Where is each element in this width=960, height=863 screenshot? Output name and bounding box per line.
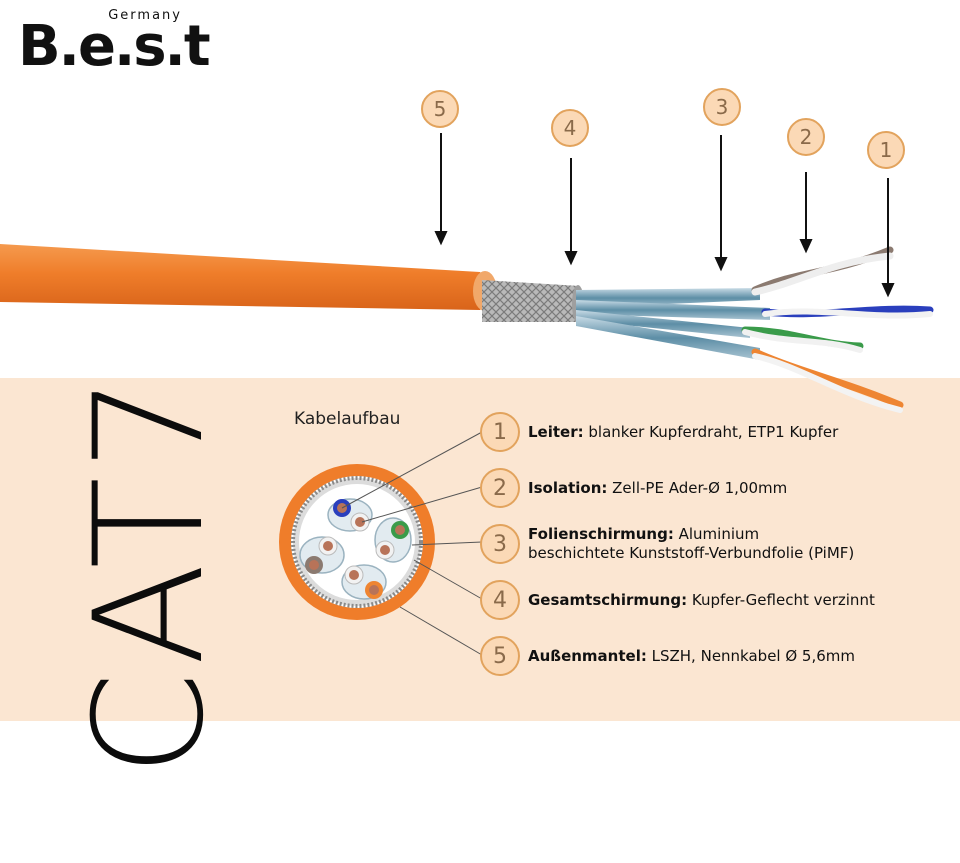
callout-3: 3 bbox=[703, 88, 741, 126]
legend-item-leiter: 1 Leiter: blanker Kupferdraht, ETP1 Kupf… bbox=[480, 410, 838, 454]
pointer-arrows bbox=[434, 133, 895, 298]
legend-number-badge: 3 bbox=[480, 524, 520, 564]
legend-term: Gesamtschirmung: bbox=[528, 590, 688, 609]
brand-tagline: Germany bbox=[108, 8, 182, 23]
leader-lines bbox=[341, 431, 483, 656]
brand-logo: Germany B.e.s.t bbox=[18, 4, 211, 79]
legend-desc: Zell-PE Ader-Ø 1,00mm bbox=[612, 478, 788, 497]
cross-section-diagram bbox=[279, 464, 435, 620]
legend-term: Außenmantel: bbox=[528, 646, 647, 665]
legend-desc-line2: beschichtete Kunststoff-Verbundfolie (Pi… bbox=[528, 544, 855, 562]
cable-illustration bbox=[0, 133, 934, 656]
legend-term: Isolation: bbox=[528, 478, 608, 497]
legend-number-badge: 5 bbox=[480, 636, 520, 676]
legend-desc: blanker Kupferdraht, ETP1 Kupfer bbox=[588, 422, 839, 441]
callout-5: 5 bbox=[421, 90, 459, 128]
twisted-pairs bbox=[741, 246, 934, 413]
legend-item-gesamtschirmung: 4 Gesamtschirmung: Kupfer-Geflecht verzi… bbox=[480, 578, 875, 622]
callout-4: 4 bbox=[551, 109, 589, 147]
legend-item-aussenmantel: 5 Außenmantel: LSZH, Nennkabel Ø 5,6mm bbox=[480, 634, 855, 678]
foil-shields bbox=[576, 288, 770, 360]
callout-2: 2 bbox=[787, 118, 825, 156]
cable-jacket bbox=[0, 244, 497, 311]
legend-number-badge: 2 bbox=[480, 468, 520, 508]
legend-desc: Aluminium bbox=[678, 525, 760, 543]
legend-term: Leiter: bbox=[528, 422, 584, 441]
legend-term: Folienschirmung: bbox=[528, 525, 674, 543]
legend-desc: LSZH, Nennkabel Ø 5,6mm bbox=[651, 646, 856, 665]
legend-desc: Kupfer-Geflecht verzinnt bbox=[691, 590, 875, 609]
braid-shield bbox=[482, 280, 584, 323]
callout-1: 1 bbox=[867, 131, 905, 169]
brand-name: B.e.s.t bbox=[18, 14, 211, 79]
section-title: Kabelaufbau bbox=[294, 409, 401, 429]
legend-item-isolation: 2 Isolation: Zell-PE Ader-Ø 1,00mm bbox=[480, 466, 787, 510]
legend-number-badge: 1 bbox=[480, 412, 520, 452]
legend-number-badge: 4 bbox=[480, 580, 520, 620]
